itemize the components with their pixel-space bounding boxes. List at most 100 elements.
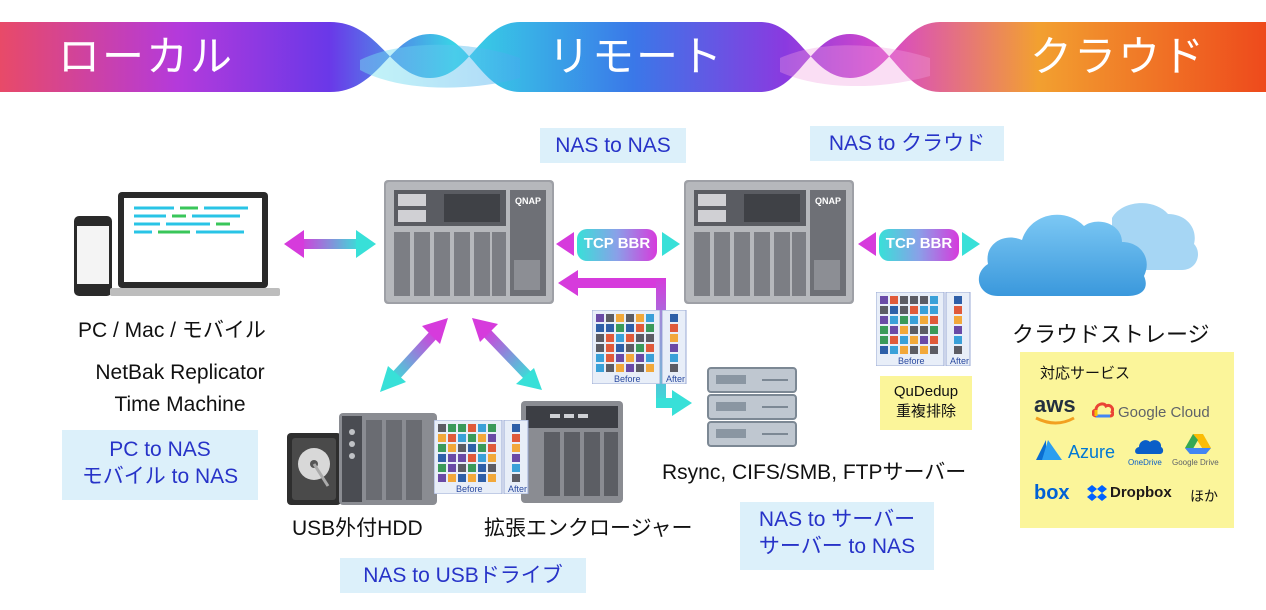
dedup-unique-tile (512, 434, 520, 442)
tag-pc-to-nas-line1: PC to NAS (109, 438, 211, 461)
dedup-tile (910, 296, 918, 304)
dedup-tile (458, 474, 466, 482)
tag-nas-to-server-line2: サーバー to NAS (758, 535, 916, 558)
dedup-tile (646, 324, 654, 332)
expansion-enclosure-icon (521, 401, 623, 503)
dedup-tile (616, 344, 624, 352)
tag-nas-to-usb: NAS to USBドライブ (340, 558, 586, 593)
dedup-tile (616, 354, 624, 362)
dedup-tile (458, 454, 466, 462)
dedup-tile (930, 306, 938, 314)
onedrive-icon (1135, 440, 1164, 454)
dedup-tile (920, 336, 928, 344)
tag-nas-to-cloud: NAS to クラウド (810, 126, 1004, 161)
dedup-tile (596, 314, 604, 322)
dedup-tile (900, 336, 908, 344)
label-expansion: 拡張エンクロージャー (484, 517, 693, 540)
label-rsync: Rsync, CIFS/SMB, FTPサーバー (662, 461, 967, 484)
tcp-bbr-badge-2 (879, 229, 959, 261)
tag-nas-to-server: NAS to サーバー サーバー to NAS (740, 502, 934, 570)
aws-logo: aws (1034, 392, 1076, 417)
laptop-phone-icon (74, 192, 280, 296)
dedup-tile (478, 444, 486, 452)
dedup-tile (910, 336, 918, 344)
dedup-tile (930, 316, 938, 324)
dedup-unique-tile (512, 464, 520, 472)
tag-nas-to-server-line1: NAS to サーバー (758, 508, 916, 531)
dedup-tile (646, 354, 654, 362)
dedup-tile (458, 444, 466, 452)
dedup-tile (478, 424, 486, 432)
dedup-tile (646, 364, 654, 372)
dedup-tile (890, 336, 898, 344)
nas-brand-right: QNAP (815, 196, 841, 206)
label-cloud-storage: クラウドストレージ (1012, 322, 1210, 347)
dedup-tile (930, 326, 938, 334)
tag-nas-to-nas: NAS to NAS (540, 128, 686, 163)
dedup-tile (646, 314, 654, 322)
dedup-tile (616, 314, 624, 322)
dedup-illustration-3: Before After (876, 292, 971, 366)
dedup-tile (900, 316, 908, 324)
dropbox-icon (1087, 485, 1107, 501)
dedup-unique-tile (670, 334, 678, 342)
google-cloud-icon (1092, 402, 1114, 418)
dedup-tile (596, 364, 604, 372)
dedup-unique-tile (512, 474, 520, 482)
dedup-tile (646, 344, 654, 352)
dedup-tile (920, 296, 928, 304)
dedup-tile (890, 326, 898, 334)
dedup-tile (478, 464, 486, 472)
dedup-before-1: Before (614, 374, 641, 384)
qudedup-line1: QuDedup (893, 383, 959, 400)
dedup-tile (438, 444, 446, 452)
dedup-tile (448, 464, 456, 472)
services-others: ほか (1190, 488, 1218, 504)
dedup-unique-tile (670, 344, 678, 352)
dedup-tile (626, 334, 634, 342)
dedup-tile (468, 444, 476, 452)
cloud-icon (978, 203, 1198, 296)
supported-services-box: 対応サービス aws Google Cloud Azure OneDrive G… (1020, 352, 1234, 528)
dedup-tile (468, 454, 476, 462)
dedup-tile (478, 454, 486, 462)
onedrive-logo: OneDrive (1128, 458, 1162, 467)
dedup-tile (488, 474, 496, 482)
usb-enclosure-icon (339, 413, 437, 505)
dedup-tile (468, 434, 476, 442)
dedup-tile (448, 434, 456, 442)
google-drive-logo: Google Drive (1172, 458, 1219, 467)
dedup-tile (900, 326, 908, 334)
dedup-tile (930, 346, 938, 354)
dedup-tile (616, 324, 624, 332)
dedup-tile (880, 306, 888, 314)
dedup-tile (448, 454, 456, 462)
dedup-tile (438, 474, 446, 482)
dedup-tile (438, 424, 446, 432)
dedup-tile (488, 424, 496, 432)
dedup-tile (930, 336, 938, 344)
dedup-unique-tile (954, 296, 962, 304)
dedup-unique-tile (512, 424, 520, 432)
dedup-tile (596, 334, 604, 342)
label-netbak: NetBak Replicator (95, 361, 265, 384)
dedup-tile (626, 354, 634, 362)
dedup-tile (488, 454, 496, 462)
banner-cloud: クラウド (1030, 32, 1207, 81)
box-logo: box (1034, 482, 1070, 504)
dedup-tile (458, 464, 466, 472)
dedup-after-1: After (666, 374, 685, 384)
dedup-tile (468, 424, 476, 432)
hdd-icon (287, 433, 341, 505)
tcp-bbr-label-1: TCP BBR (583, 235, 651, 252)
dedup-tile (606, 324, 614, 332)
dedup-illustration-2: Before After (434, 420, 529, 494)
dedup-unique-tile (670, 314, 678, 322)
nas-unit-left: QNAP (384, 180, 554, 304)
arrow-nas-usb (380, 318, 448, 392)
dedup-tile (636, 334, 644, 342)
dedup-tile (626, 324, 634, 332)
dedup-tile (900, 296, 908, 304)
google-drive-icon (1185, 434, 1211, 454)
dedup-after-3: After (950, 356, 969, 366)
